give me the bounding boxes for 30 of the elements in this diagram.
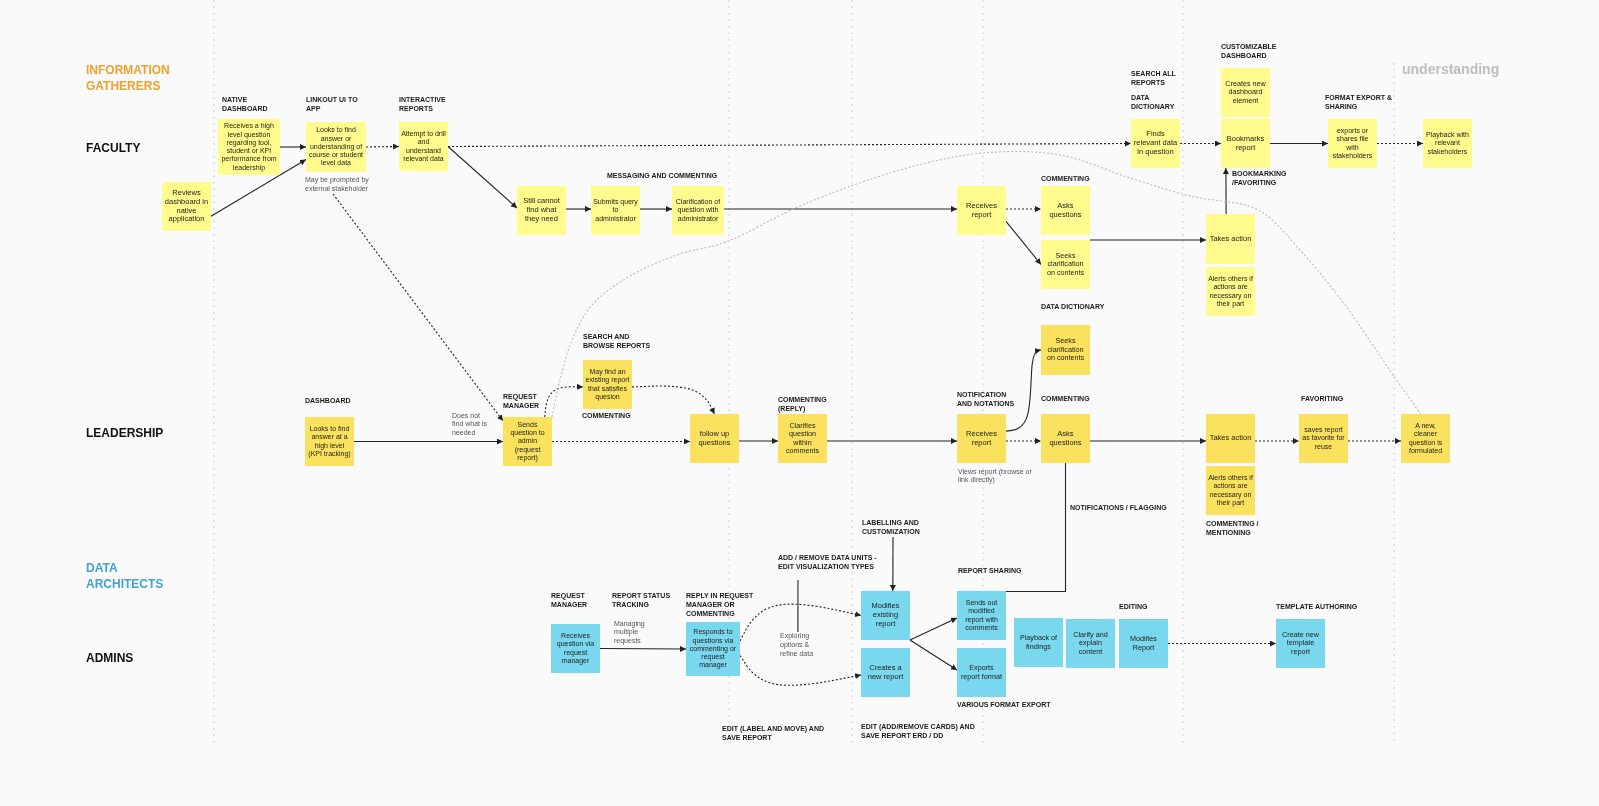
arrow [544,383,584,418]
arrow [1005,220,1042,266]
arrow [723,206,958,213]
arrow [909,617,958,641]
lane-title: DATA ARCHITECTS [86,560,165,593]
arrow [639,206,673,213]
stage-heading: understanding [1402,61,1500,79]
arrow [1089,237,1207,243]
lane-title: FACULTY [86,140,141,157]
lane-title: LEADERSHIP [86,425,164,442]
arrow [909,639,958,671]
connector-line [551,150,1422,418]
arrow [1005,348,1042,432]
arrow [1222,167,1229,215]
arrow [599,645,687,652]
arrow [565,206,592,213]
lane-title: INFORMATION GATHERERS [86,62,171,95]
arrow [210,158,307,217]
connector-line [1005,462,1067,593]
arrow [447,145,518,209]
arrow [889,536,896,592]
arrow [279,144,307,150]
lane-title: ADMINS [86,650,134,667]
connector-line [797,579,799,633]
arrow [332,193,504,422]
arrow [353,438,504,445]
arrow [1269,140,1329,147]
arrow [738,437,779,444]
arrow [826,437,958,444]
arrow [1089,437,1207,444]
